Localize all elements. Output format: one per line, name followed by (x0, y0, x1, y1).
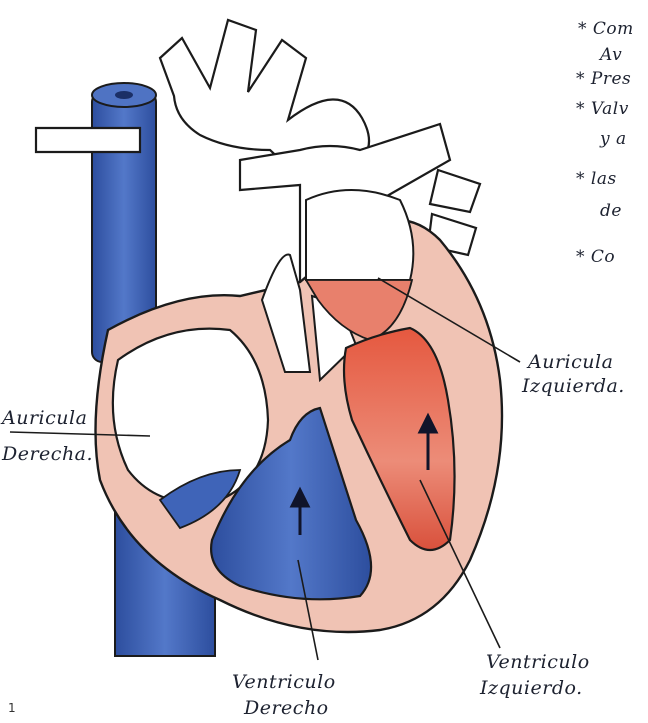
svg-text:* Pres: * Pres (576, 69, 631, 89)
label-auricula-derecha: Auricula Derecha. (0, 407, 93, 465)
svg-text:Auricula: Auricula (0, 407, 87, 429)
svg-text:* Valv: * Valv (576, 99, 629, 119)
notes-list: * Com Av * Pres * Valv y a * las de * Co (576, 19, 634, 267)
note-continuation: de (600, 201, 622, 221)
svg-text:Derecho: Derecho (243, 697, 329, 719)
svg-text:Auricula: Auricula (526, 351, 613, 373)
label-ventriculo-derecho: Ventriculo Derecho (232, 671, 336, 719)
note-text: Co (591, 247, 615, 267)
note-text: Com (593, 19, 634, 39)
note-text: Pres (590, 69, 631, 89)
svg-text:Izquierda.: Izquierda. (521, 375, 625, 397)
svg-text:* Com: * Com (578, 19, 634, 39)
svg-text:* las: * las (576, 169, 617, 189)
svg-text:* Co: * Co (576, 247, 615, 267)
svg-text:Izquierdo.: Izquierdo. (479, 677, 583, 699)
note-text: Valv (591, 99, 629, 119)
note-text: las (591, 169, 617, 189)
note-continuation: y a (599, 129, 627, 149)
label-ventriculo-izquierdo: Ventriculo Izquierdo. (479, 651, 590, 699)
note-bullet: * (578, 19, 587, 39)
svg-text:Derecha.: Derecha. (1, 443, 93, 465)
note-continuation: Av (598, 45, 622, 65)
page-number: 1 (8, 701, 16, 715)
svg-text:Ventriculo: Ventriculo (232, 671, 336, 693)
right-atrium (113, 329, 268, 503)
label-auricula-izquierda: Auricula Izquierda. (521, 351, 625, 397)
svg-text:Ventriculo: Ventriculo (486, 651, 590, 673)
